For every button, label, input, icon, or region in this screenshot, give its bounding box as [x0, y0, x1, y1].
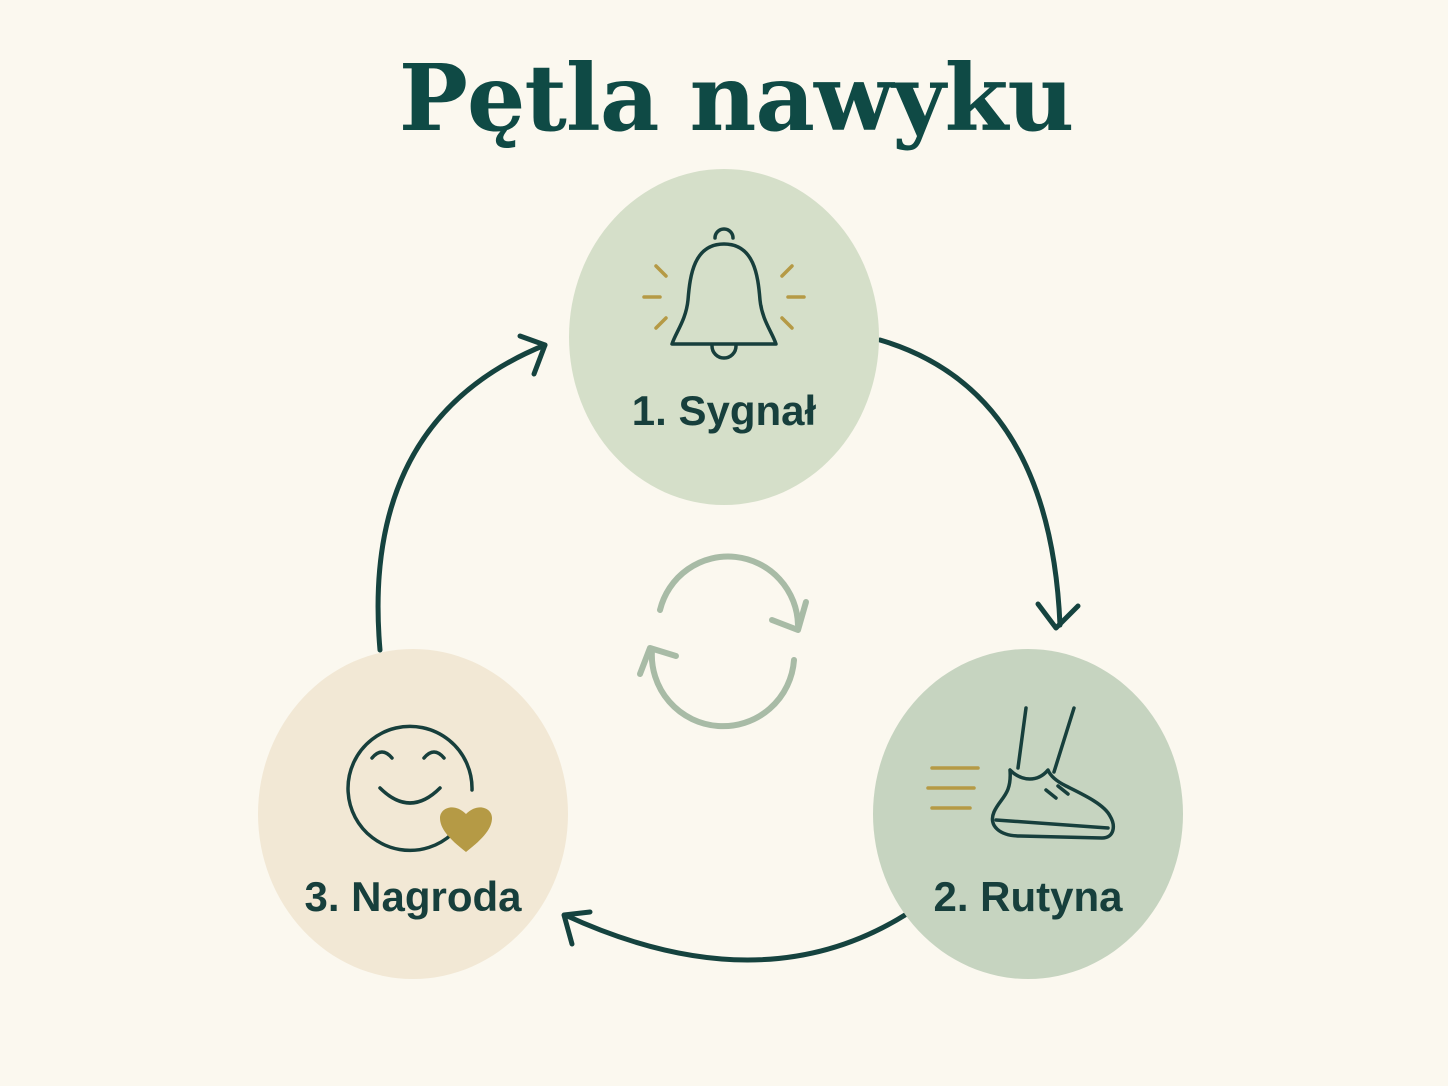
- arrow-head-reward: [561, 909, 593, 947]
- arrow-reward-to-signal: [375, 342, 548, 653]
- shoe-icon: [926, 706, 1116, 840]
- smiley-heart-icon: [346, 724, 492, 853]
- bell-icon: [642, 227, 806, 360]
- step-reward-circle: [258, 649, 568, 979]
- step-signal: 1. Sygnał: [569, 169, 879, 505]
- step-routine-label: 2. Rutyna: [933, 873, 1123, 920]
- page-title: Pętla nawyku: [399, 44, 1074, 152]
- step-reward-label: 3. Nagroda: [304, 873, 522, 920]
- step-signal-circle: [569, 169, 879, 505]
- arrow-head-signal: [517, 333, 548, 377]
- step-routine: 2. Rutyna: [873, 649, 1183, 979]
- arrow-signal-to-routine: [877, 337, 1063, 628]
- loop-arrows: [375, 333, 1081, 963]
- cycle-arrows-icon: [637, 553, 809, 730]
- arrow-head-routine: [1035, 601, 1081, 631]
- arrow-routine-to-reward: [562, 912, 908, 963]
- step-signal-label: 1. Sygnał: [632, 387, 817, 434]
- step-routine-circle: [873, 649, 1183, 979]
- step-reward: 3. Nagroda: [258, 649, 568, 979]
